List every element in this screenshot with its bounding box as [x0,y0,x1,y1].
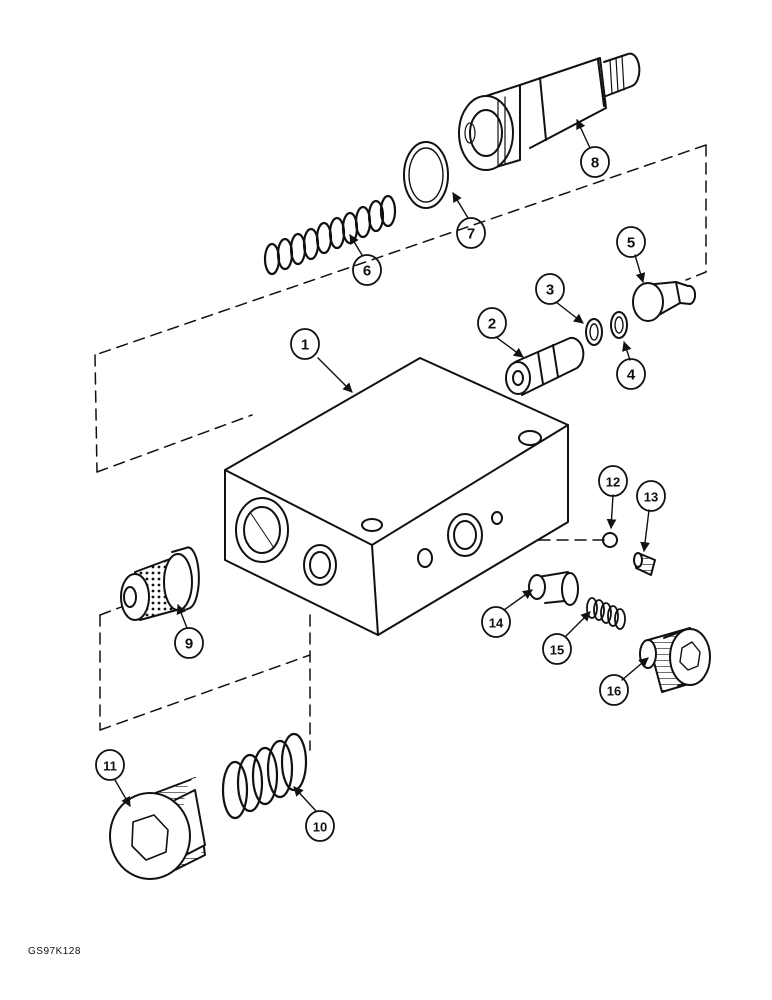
filter-screen-part [120,546,200,621]
leader-arrows [114,119,650,812]
callout-label-15: 15 [550,643,564,658]
main-spring-part [263,194,397,276]
callout-label-3: 3 [546,282,554,299]
callout-label-16: 16 [607,684,621,699]
set-screw-part [633,552,656,576]
spool-part [505,336,585,396]
callout-label-14: 14 [489,616,504,631]
callout-circles [95,146,666,842]
large-o-ring-part [403,141,449,209]
callout-label-8: 8 [591,155,599,172]
callout-label-1: 1 [301,337,309,354]
filter-spring-part [221,732,308,820]
callout-label-10: 10 [313,820,327,835]
callout-label-5: 5 [627,235,635,252]
valve-body-block [224,357,569,636]
poppet-part [528,571,579,606]
callout-label-12: 12 [606,475,620,490]
callout-label-6: 6 [363,263,371,280]
callout-label-9: 9 [185,636,193,653]
cap-screw-part [639,627,711,693]
callout-label-4: 4 [627,367,636,384]
check-ball-part [602,532,618,548]
callout-label-7: 7 [467,226,475,243]
callout-label-2: 2 [488,316,496,333]
plunger-cap-part [632,281,697,322]
callout-label-11: 11 [103,759,117,774]
cartridge-part [458,52,641,171]
small-spring-part [586,597,626,630]
hex-plug-part [109,777,207,880]
alignment-lines [94,144,707,751]
o-ring-part [585,318,603,346]
callout-label-13: 13 [644,490,658,505]
backup-ring-part [610,311,628,339]
figure-code: GS97K128 [28,946,81,957]
